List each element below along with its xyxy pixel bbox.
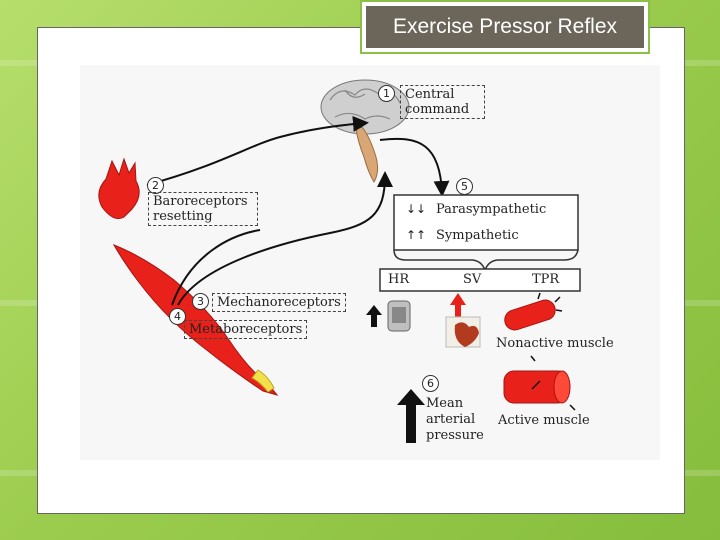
heart-rate-watch-icon: [387, 300, 411, 332]
step-3-marker: 3: [192, 293, 209, 310]
exercise-pressor-diagram: 1 Central command 2 Baroreceptors resett…: [80, 65, 660, 460]
aortic-arch-icon: [98, 157, 140, 220]
title-box: Exercise Pressor Reflex: [360, 0, 650, 54]
step-6-marker: 6: [422, 375, 439, 392]
autonomic-box: [393, 194, 579, 251]
sympathetic-label: Sympathetic: [436, 228, 519, 243]
map-label-line3: pressure: [426, 428, 484, 443]
map-label-line2: arterial: [426, 412, 476, 427]
map-increase-arrow: [397, 389, 425, 443]
step-2-marker: 2: [147, 177, 164, 194]
hemodynamics-box: [379, 268, 581, 292]
baroreceptors-label: Baroreceptors resetting: [148, 192, 258, 226]
sv-label: SV: [463, 272, 482, 287]
central-command-label: Central command: [400, 85, 485, 119]
neural-pathways: [146, 115, 450, 306]
active-muscle-icon: [503, 355, 576, 411]
autonomic-brace: [393, 249, 579, 273]
tpr-label: TPR: [532, 272, 560, 287]
step-1-marker: 1: [378, 85, 395, 102]
nonactive-muscle-icon: [504, 292, 563, 331]
diagram-graphics: [98, 79, 581, 443]
brain-icon: [320, 79, 410, 183]
sympathetic-arrows: ↑↑: [406, 228, 427, 242]
mechanoreceptors-label: Mechanoreceptors: [212, 293, 346, 312]
heart-icon: [445, 316, 481, 348]
step-4-marker: 4: [169, 308, 186, 325]
map-label-line1: Mean: [426, 396, 464, 411]
active-muscle-label: Active muscle: [498, 413, 590, 428]
parasympathetic-arrows: ↓↓: [406, 202, 427, 216]
parasympathetic-label: Parasympathetic: [436, 202, 547, 217]
hr-label: HR: [388, 272, 410, 287]
sv-increase-arrow: [450, 293, 466, 323]
nonactive-muscle-label: Nonactive muscle: [496, 336, 614, 351]
slide-title: Exercise Pressor Reflex: [366, 6, 644, 48]
metaboreceptors-label: Metaboreceptors: [184, 320, 308, 339]
hr-increase-arrow: [366, 305, 382, 327]
step-5-marker: 5: [456, 178, 473, 195]
